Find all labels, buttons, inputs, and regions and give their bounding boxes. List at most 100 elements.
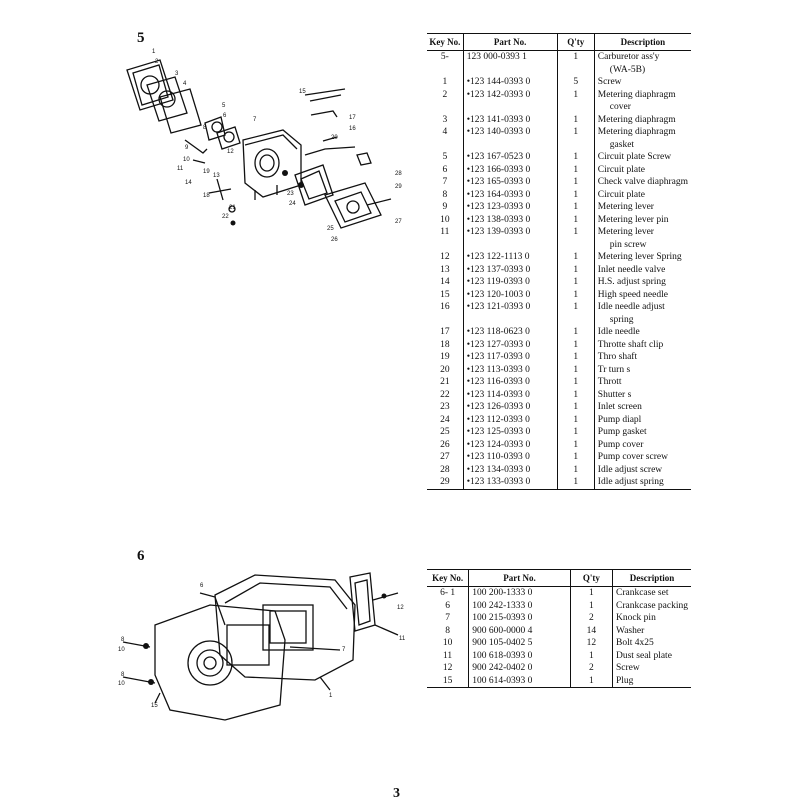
cell-key: 20 — [440, 364, 450, 375]
cell-qty: 1 — [556, 201, 595, 214]
page-number: 3 — [393, 786, 400, 801]
cell-desc: Screw — [593, 76, 691, 89]
svg-text:11: 11 — [177, 166, 184, 172]
cell-desc: Bolt 4x25 — [611, 637, 691, 650]
cell-part: •123 127-0393 0 — [462, 338, 558, 351]
cell-desc-continued: spring — [609, 314, 634, 325]
cell-desc: High speed needle — [593, 288, 691, 301]
cell-desc: Circuit plate — [593, 163, 691, 176]
svg-text:2: 2 — [155, 59, 159, 65]
cell-key: 28 — [440, 464, 450, 475]
cell-desc: Thrott — [593, 376, 691, 389]
cell-key: 1 — [442, 77, 448, 87]
cell-key: 18 — [440, 339, 450, 350]
cell-part: 100 242-1333 0 — [468, 599, 571, 612]
svg-text:8: 8 — [203, 125, 207, 131]
cell-qty: 1 — [556, 188, 595, 201]
cell-desc: Idle adjust spring — [593, 476, 691, 490]
cell-part: •123 110-0393 0 — [462, 451, 558, 464]
cell-qty: 1 — [556, 426, 595, 439]
cell-key: 14 — [440, 277, 450, 287]
svg-text:12: 12 — [397, 605, 404, 611]
cell-part: •123 124-0393 0 — [462, 438, 558, 451]
cell-part: •123 134-0393 0 — [462, 463, 558, 476]
svg-text:12: 12 — [227, 149, 234, 155]
section-5-number: 5 — [137, 30, 145, 46]
cell-desc: Inlet screen — [593, 401, 691, 414]
header-desc: Description — [611, 569, 691, 587]
cell-desc: Metering diaphragm — [593, 113, 691, 126]
cell-desc: H.S. adjust spring — [593, 276, 691, 289]
cell-qty: 1 — [556, 438, 595, 451]
cell-part: 123 000-0393 1 — [462, 50, 558, 76]
cell-qty: 1 — [556, 213, 595, 226]
cell-qty: 1 — [556, 351, 595, 364]
cell-key: 3 — [442, 114, 448, 125]
cell-desc: Metering lever Spring — [593, 251, 691, 264]
cell-part: 900 242-0402 0 — [468, 662, 571, 675]
cell-key: 21 — [440, 377, 450, 387]
cell-part: •123 138-0393 0 — [462, 213, 558, 226]
cell-part: •123 140-0393 0 — [462, 126, 558, 151]
cell-desc-continued: cover — [609, 102, 631, 112]
svg-text:19: 19 — [203, 169, 210, 175]
cell-desc: Crankcase packing — [611, 599, 691, 612]
carburetor-exploded-diagram: 1 2 3 4 5 6 7 8 9 10 11 12 13 14 15 16 1… — [105, 45, 415, 255]
svg-text:6: 6 — [223, 113, 227, 119]
cell-qty: 1 — [556, 363, 595, 376]
svg-text:23: 23 — [287, 191, 294, 197]
cell-key: 7 — [442, 177, 448, 187]
cell-key: 13 — [440, 264, 450, 275]
cell-qty: 1 — [556, 88, 595, 114]
cell-part: •123 144-0393 0 — [462, 76, 558, 89]
cell-desc-continued: (WA-5B) — [609, 64, 646, 75]
svg-text:15: 15 — [299, 89, 306, 95]
cell-key: 22 — [440, 389, 450, 400]
svg-text:26: 26 — [331, 237, 338, 243]
cell-desc: Dust seal plate — [611, 649, 691, 662]
cell-qty: 1 — [556, 388, 595, 401]
section-6-number: 6 — [137, 548, 145, 564]
cell-key: 17 — [440, 327, 450, 337]
cell-desc: Pump cover — [593, 438, 691, 451]
cell-desc: Metering lever — [593, 201, 691, 214]
svg-text:8: 8 — [121, 637, 125, 643]
cell-key: 8 — [445, 625, 450, 636]
cell-qty: 1 — [569, 649, 613, 662]
svg-text:11: 11 — [399, 636, 406, 642]
cell-part: •123 122-1113 0 — [462, 251, 558, 264]
cell-desc: Idle needle — [593, 326, 691, 339]
cell-qty: 1 — [556, 476, 595, 490]
cell-part: •123 126-0393 0 — [462, 401, 558, 414]
section-5-parts-table: Key No. Part No. Q'ty Description 5-123 … — [427, 33, 691, 490]
crankcase-exploded-diagram: 6 7 8 10 8 10 15 11 12 1 — [115, 565, 415, 725]
cell-desc: Pump gasket — [593, 426, 691, 439]
cell-desc: Screw — [611, 662, 691, 675]
cell-qty: 1 — [556, 451, 595, 464]
svg-text:14: 14 — [185, 180, 192, 186]
cell-key: 5 — [442, 152, 448, 162]
cell-part: •123 114-0393 0 — [462, 388, 558, 401]
cell-desc: Inlet needle valve — [593, 263, 691, 276]
svg-text:5: 5 — [222, 103, 226, 109]
cell-desc-continued: gasket — [609, 139, 635, 150]
cell-key: 6- 1 — [440, 588, 456, 598]
svg-text:10: 10 — [183, 157, 190, 163]
